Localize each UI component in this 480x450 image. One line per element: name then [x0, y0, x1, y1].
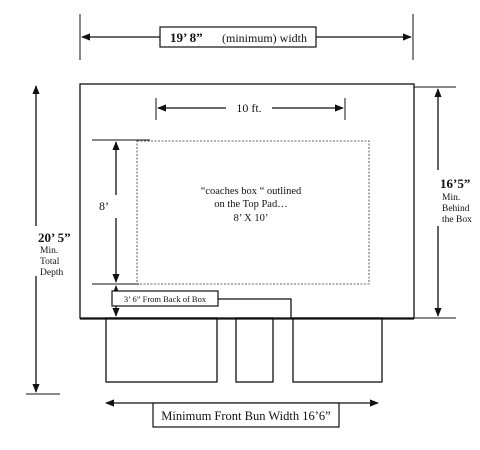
coaches-box-text-line1: “coaches box “ outlined [201, 186, 302, 197]
coaches-box-text-line2: on the Top Pad… [214, 199, 287, 210]
top-width-dimension: 19’ 8” (minimum) width [79, 14, 414, 60]
back-of-box-label: 3’ 6” From Back of Box [124, 294, 207, 304]
ten-ft-dimension: 10 ft. [155, 98, 346, 120]
bun-connector [218, 298, 292, 318]
top-width-label-box [159, 26, 317, 48]
total-depth-dimension: 20’ 5” Min. Total Depth [26, 85, 71, 395]
top-width-value: 19’ 8” [170, 30, 203, 45]
back-of-box-dimension: 3’ 6” From Back of Box [111, 285, 219, 317]
front-bun-center [235, 317, 274, 383]
behind-box-dimension: 16’5” Min. Behind the Box [414, 86, 472, 319]
ten-ft-label: 10 ft. [236, 101, 261, 115]
total-depth-line2: Total [40, 257, 60, 267]
front-bun-label: Minimum Front Bun Width 16’6” [161, 409, 330, 423]
eight-ft-label: 8’ [99, 199, 109, 213]
front-bun-label-box [152, 402, 340, 428]
front-bun-dimension: Minimum Front Bun Width 16’6” [105, 399, 379, 428]
front-bun-left [105, 317, 218, 383]
total-depth-line3: Depth [40, 268, 63, 278]
behind-box-line1: Min. [442, 193, 460, 203]
total-depth-value: 20’ 5” [38, 230, 71, 245]
top-width-note: (minimum) width [222, 31, 307, 45]
behind-box-value: 16’5” [440, 176, 470, 191]
behind-box-line2: Behind [442, 204, 470, 214]
coaches-box-outline [136, 140, 370, 285]
behind-box-line3: the Box [442, 215, 472, 225]
total-depth-line1: Min. [40, 246, 58, 256]
front-bun-right [292, 317, 383, 383]
eight-ft-dimension: 8’ [99, 141, 120, 283]
coaches-box-text-line3: 8’ X 10’ [234, 213, 269, 224]
